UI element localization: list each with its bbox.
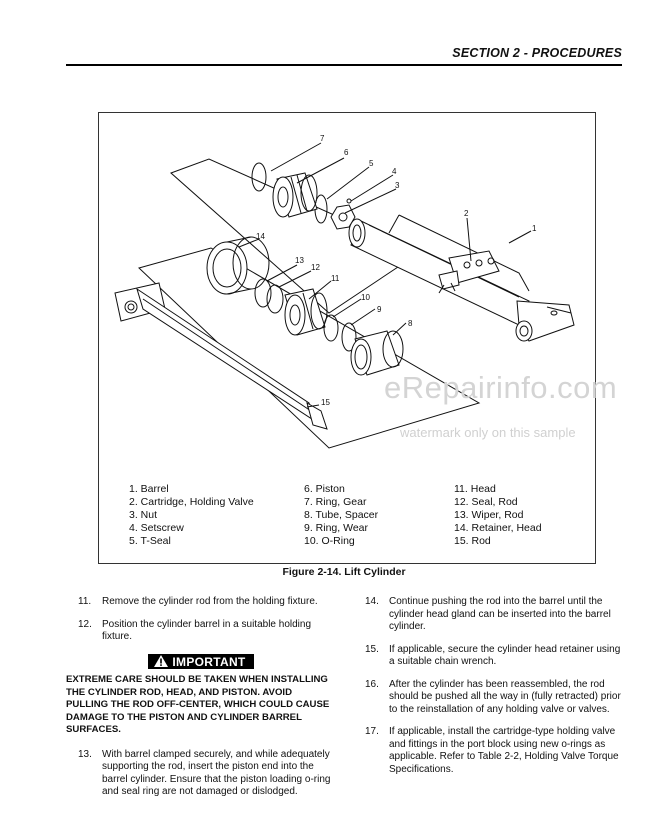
step-17: 17. If applicable, install the cartridge… (353, 726, 623, 776)
warning-triangle-icon (154, 654, 169, 667)
callout-7: 7 (320, 134, 325, 143)
callout-13: 13 (295, 256, 304, 265)
lift-cylinder-diagram: 1 2 3 4 5 6 7 8 9 10 11 12 13 14 15 (114, 134, 575, 449)
step-16: 16. After the cylinder has been reassemb… (353, 679, 623, 717)
step-number: 13. (78, 748, 92, 760)
figure-caption: Figure 2-14. Lift Cylinder (282, 566, 406, 578)
step-11: 11. Remove the cylinder rod from the hol… (66, 596, 336, 609)
legend-item: 9. Ring, Wear (304, 522, 368, 534)
barrel-part (348, 214, 575, 342)
legend-item: 3. Nut (129, 509, 158, 521)
spacer-tube-part (350, 330, 404, 376)
o-ring-part (323, 314, 339, 342)
step-number: 11. (78, 596, 92, 607)
piston-part (272, 172, 318, 218)
important-badge: IMPORTANT (148, 653, 254, 669)
legend-item: 13. Wiper, Rod (454, 509, 524, 521)
rod-wiper-part (254, 278, 272, 308)
callout-6: 6 (344, 148, 349, 157)
legend-item: 12. Seal, Rod (454, 496, 518, 508)
legend-item: 2. Cartridge, Holding Valve (129, 496, 254, 508)
step-number: 15. (365, 643, 379, 655)
step-15: 15. If applicable, secure the cylinder h… (353, 644, 623, 669)
legend-item: 8. Tube, Spacer (304, 509, 379, 521)
callout-8: 8 (408, 319, 413, 328)
legend-item: 5. T-Seal (129, 535, 171, 547)
rod-seal-part (266, 284, 284, 314)
step-number: 17. (365, 726, 379, 737)
holding-valve-part (438, 250, 500, 294)
step-12: 12. Position the cylinder barrel in a su… (66, 619, 336, 644)
retainer-head-part (206, 236, 270, 295)
legend-item: 7. Ring, Gear (304, 496, 367, 508)
section-title: SECTION 2 - PROCEDURES (452, 46, 622, 60)
callout-2: 2 (464, 209, 469, 218)
step-number: 16. (365, 678, 379, 690)
callout-14: 14 (256, 232, 265, 241)
warning-text: EXTREME CARE SHOULD BE TAKEN WHEN INSTAL… (66, 674, 330, 735)
step-number: 14. (365, 596, 379, 607)
legend-item: 4. Setscrew (129, 522, 184, 534)
callout-3: 3 (395, 181, 400, 190)
callout-9: 9 (377, 305, 382, 314)
rod-part (114, 282, 328, 430)
gear-ring-part (251, 162, 267, 192)
legend-item: 14. Retainer, Head (454, 522, 542, 534)
step-text: Remove the cylinder rod from the holding… (102, 596, 318, 607)
step-text: After the cylinder has been reassembled,… (389, 678, 621, 715)
head-part (284, 288, 328, 336)
callout-15: 15 (321, 398, 330, 407)
step-text: If applicable, install the cartridge-typ… (389, 726, 619, 775)
wear-ring-part (341, 322, 357, 352)
legend-item: 11. Head (454, 483, 496, 495)
watermark-note: watermark only on this sample (400, 425, 576, 440)
step-14: 14. Continue pushing the rod into the ba… (353, 596, 623, 634)
legend-item: 10. O-Ring (304, 535, 355, 547)
step-number: 12. (78, 618, 92, 630)
step-text: Position the cylinder barrel in a suitab… (102, 618, 312, 643)
legend-item: 1. Barrel (129, 483, 169, 495)
figure-frame: 1 2 3 4 5 6 7 8 9 10 11 12 13 14 15 1. B… (98, 112, 596, 564)
important-notice: IMPORTANT (66, 653, 336, 671)
callout-12: 12 (311, 263, 320, 272)
step-13: 13. With barrel clamped securely, and wh… (66, 749, 336, 799)
step-text: With barrel clamped securely, and while … (102, 748, 331, 798)
left-column: 11. Remove the cylinder rod from the hol… (66, 596, 336, 809)
right-column: 14. Continue pushing the rod into the ba… (353, 596, 623, 786)
legend-item: 15. Rod (454, 535, 491, 547)
callout-1: 1 (532, 224, 537, 233)
step-text: If applicable, secure the cylinder head … (389, 643, 621, 668)
callout-4: 4 (392, 167, 397, 176)
important-label: IMPORTANT (172, 654, 246, 669)
callout-11: 11 (331, 274, 340, 283)
step-text: Continue pushing the rod into the barrel… (389, 596, 611, 632)
watermark-site: eRepairinfo.com (384, 370, 618, 405)
legend-item: 6. Piston (304, 483, 345, 495)
callout-5: 5 (369, 159, 374, 168)
header-rule (66, 64, 622, 66)
callout-10: 10 (361, 293, 370, 302)
